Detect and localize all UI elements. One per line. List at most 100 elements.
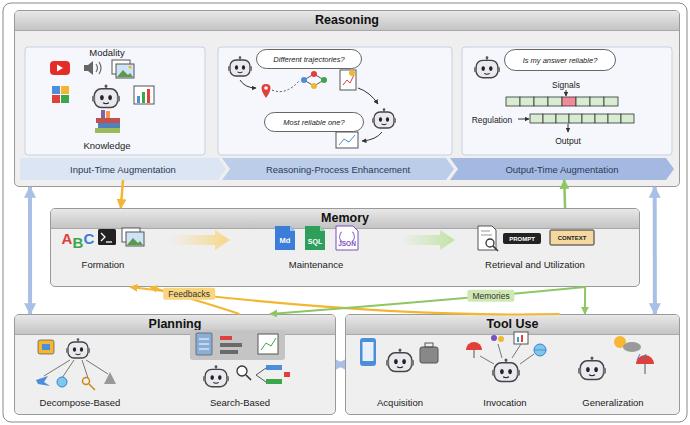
trajectory-icons: [349, 70, 355, 76]
memory-icons: [339, 232, 355, 241]
trajectory-icons: [311, 83, 317, 89]
reliability-icons: [569, 114, 582, 123]
edge-label: Memories: [467, 289, 514, 302]
modality-icons: [142, 92, 145, 103]
modality-icons: [128, 65, 131, 68]
trajectory-icons: [321, 77, 327, 83]
modality-icons: [61, 95, 69, 103]
modality-icons: [117, 70, 133, 77]
planning-icons: [38, 340, 54, 354]
item-label: Signals: [552, 81, 580, 90]
memory-icons: [481, 235, 492, 236]
knowledge-books: [98, 123, 120, 128]
planning-icons: [196, 333, 212, 355]
modality-icons: [92, 84, 120, 107]
item-label: Output: [555, 137, 581, 146]
connector: [130, 287, 559, 314]
node-text: Is my answer reliable?: [523, 56, 598, 65]
planning-icons: [284, 372, 290, 377]
reliability-icons: [556, 114, 569, 123]
item-label: Retrieval and Utilization: [485, 260, 585, 270]
tool-icons: [514, 332, 528, 344]
stage-chevron: [450, 158, 674, 180]
thought-bubble: Is my answer reliable?: [504, 49, 616, 71]
reliability-icons: [520, 97, 534, 106]
tool-icons: [521, 335, 523, 342]
tool-icons: [645, 364, 646, 374]
modality-icons: [61, 86, 69, 94]
connector: [584, 287, 586, 314]
modality-icons: [52, 95, 60, 103]
connector: [150, 287, 239, 314]
knowledge-books: [95, 128, 120, 133]
planning-icons: [199, 349, 209, 350]
tool-icons: [498, 336, 504, 342]
tool-icons: [474, 350, 475, 358]
modality-icons: [96, 62, 101, 74]
reliability-icons: [506, 97, 520, 106]
trajectory-icons: [311, 71, 317, 77]
connector: [270, 287, 585, 314]
planning-icons: [220, 350, 238, 354]
icon-text: B: [73, 235, 84, 250]
thought-bubble: [257, 50, 362, 69]
reliability-icons: [604, 97, 618, 106]
reliability-icons: [474, 56, 500, 77]
modality-icons: [147, 89, 150, 103]
node-text: Reasoning-Process Enhancement: [266, 164, 410, 175]
memory-icons: [481, 231, 490, 232]
reliability-icons: [568, 124, 569, 132]
reliability-icons: [562, 97, 576, 106]
trajectory-icons: [339, 135, 355, 145]
modality-icons: [52, 86, 60, 94]
trajectory-icons: [272, 80, 300, 92]
memory-icons: [503, 233, 541, 244]
reasoning-subboxes: [25, 47, 205, 155]
connector: [28, 187, 32, 314]
panel-header: Reasoning: [15, 11, 679, 31]
item-label: Acquisition: [377, 398, 423, 408]
modality-icons: [50, 60, 154, 108]
item-label: Knowledge: [83, 141, 130, 151]
modality-icons: [50, 61, 70, 75]
memory-icons: [126, 232, 144, 246]
planning-icons: [220, 336, 232, 340]
planning-icons: [42, 344, 50, 350]
reliability-icons: [590, 97, 604, 106]
modality-icons: [137, 96, 140, 103]
planning-icons: [266, 365, 282, 370]
outer-frame: [3, 3, 687, 422]
thought-bubble: [265, 113, 364, 132]
tool-icons: [534, 344, 546, 356]
reliability-icons: [582, 114, 595, 123]
item-label: Maintenance: [289, 260, 343, 270]
trajectory-icons: [264, 86, 268, 90]
tool-icons: [623, 342, 641, 352]
connector: [653, 187, 657, 314]
thought-bubble: Most reliable one?: [264, 112, 364, 132]
node-text: Different trajectories?: [273, 55, 344, 64]
item-label: Formation: [82, 260, 125, 270]
trajectory-icons: [262, 84, 271, 98]
memory-icons: [336, 226, 358, 250]
tool-icons: [363, 342, 374, 361]
item-label: Search-Based: [210, 398, 270, 408]
item-label: Decompose-Based: [40, 398, 121, 408]
reasoning-subboxes: [218, 47, 452, 155]
modality-icons: [57, 65, 63, 72]
memory-icons: [101, 233, 105, 241]
panel-header: Planning: [15, 315, 335, 335]
reliability-icons: [576, 97, 590, 106]
stage-chevron: Input-Time Augmentation: [20, 158, 226, 180]
icon-text: CONTEXT: [558, 235, 587, 241]
reliability-icons: [621, 114, 634, 123]
planning-icons: [220, 343, 242, 347]
memory-icons: [305, 226, 325, 250]
planning-icons: [199, 339, 209, 340]
node-text: Most reliable one?: [283, 118, 344, 127]
reliability-icons: [566, 90, 567, 96]
stage-chevron: [20, 158, 226, 180]
planning-icons: [258, 334, 278, 354]
